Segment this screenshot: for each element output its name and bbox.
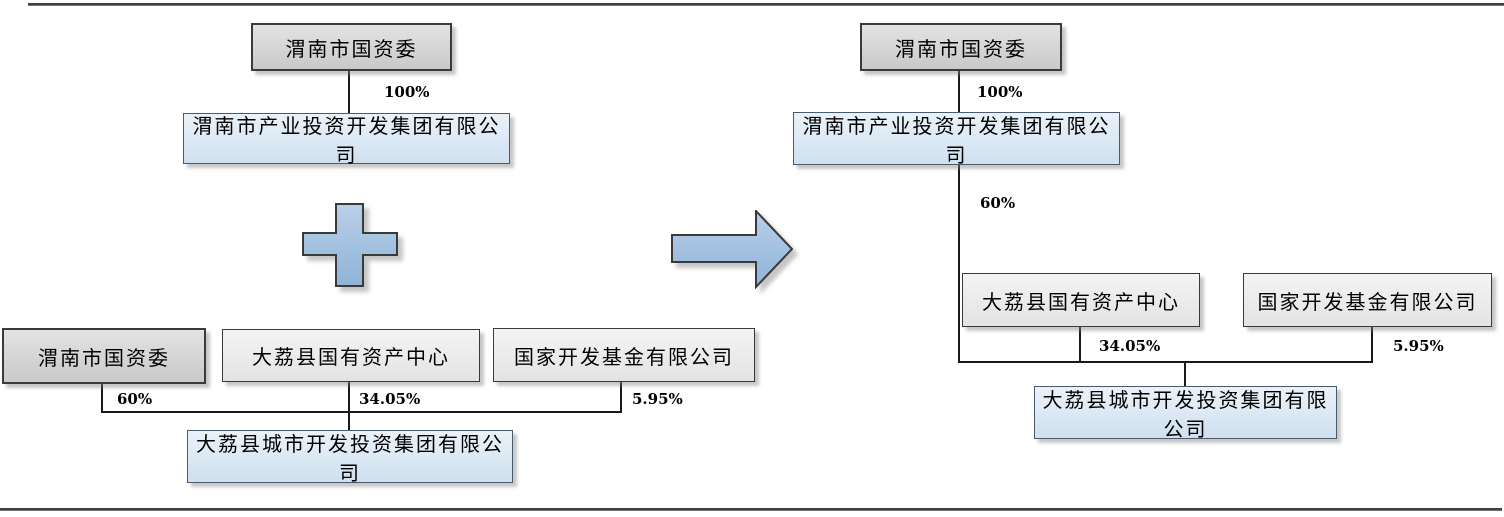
before-pct-60: 60% xyxy=(117,390,153,408)
after-sh1-drop-line xyxy=(1079,325,1081,363)
after-top-owner-label: 渭南市国资委 xyxy=(895,36,1027,61)
before-group-box: 渭南市产业投资开发集团有限公司 xyxy=(183,113,510,167)
before-shareholder3-label: 国家开发基金有限公司 xyxy=(514,344,734,369)
before-group-label: 渭南市产业投资开发集团有限公司 xyxy=(192,113,501,167)
before-pct-34: 34.05% xyxy=(359,390,421,408)
after-group-label: 渭南市产业投资开发集团有限公司 xyxy=(802,113,1111,167)
before-pct-5: 5.95% xyxy=(632,390,683,408)
before-sh1-drop-line xyxy=(101,381,103,413)
after-group-box: 渭南市产业投资开发集团有限公司 xyxy=(793,112,1120,167)
plus-icon xyxy=(302,203,398,287)
before-shareholder2-label: 大荔县国有资产中心 xyxy=(252,345,450,369)
after-shareholder1-box: 大荔县国有资产中心 xyxy=(962,273,1200,327)
after-pct-100: 100% xyxy=(977,83,1023,101)
before-shareholder2-box: 大荔县国有资产中心 xyxy=(222,329,480,382)
before-shareholder3-box: 国家开发基金有限公司 xyxy=(493,328,755,382)
after-top-owner-box: 渭南市国资委 xyxy=(860,23,1062,71)
before-link-100-line xyxy=(348,67,350,113)
after-pct-34: 34.05% xyxy=(1099,337,1161,355)
after-target-label: 大荔县城市开发投资集团有限公司 xyxy=(1042,387,1329,441)
arrow-right-icon xyxy=(671,210,794,289)
after-target-drop-line xyxy=(1184,361,1186,387)
before-sh2-drop-line xyxy=(348,381,350,431)
after-sh2-drop-line xyxy=(1371,325,1373,363)
after-shareholder1-label: 大荔县国有资产中心 xyxy=(982,289,1180,314)
after-pct-60: 60% xyxy=(980,194,1016,212)
before-top-owner-box: 渭南市国资委 xyxy=(251,23,452,71)
before-top-owner-label: 渭南市国资委 xyxy=(285,36,418,61)
before-bus-line xyxy=(101,411,622,413)
after-link-60-line xyxy=(958,163,960,363)
before-sh3-drop-line xyxy=(620,381,622,413)
after-link-100-line xyxy=(958,67,960,113)
after-target-box: 大荔县城市开发投资集团有限公司 xyxy=(1034,386,1337,441)
after-shareholder2-box: 国家开发基金有限公司 xyxy=(1243,273,1492,327)
before-target-box: 大荔县城市开发投资集团有限公司 xyxy=(187,430,513,485)
before-pct-100: 100% xyxy=(384,83,430,101)
before-shareholder1-box: 渭南市国资委 xyxy=(2,328,206,384)
before-shareholder1-label: 渭南市国资委 xyxy=(38,345,170,370)
after-pct-5: 5.95% xyxy=(1393,337,1444,355)
bottom-rule xyxy=(0,508,1502,511)
top-rule xyxy=(28,3,1504,6)
after-bus-line xyxy=(958,361,1373,363)
after-shareholder2-label: 国家开发基金有限公司 xyxy=(1257,289,1478,314)
before-target-label: 大荔县城市开发投资集团有限公司 xyxy=(196,431,504,485)
